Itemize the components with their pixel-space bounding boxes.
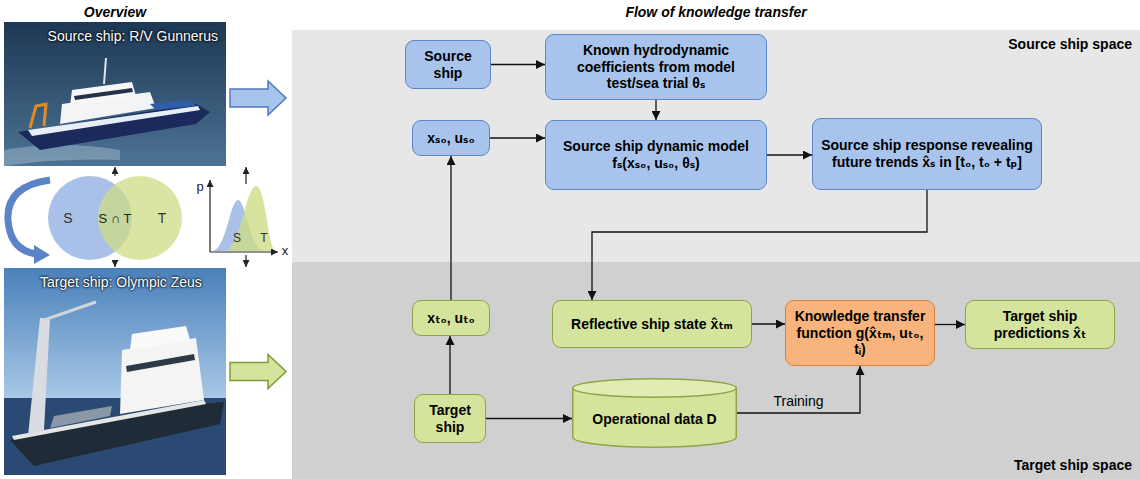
state-box: xₛ₀, uₛ₀ xyxy=(412,120,490,156)
region-label: Target ship space xyxy=(1014,457,1132,473)
box-label: Operational data D xyxy=(592,411,716,428)
process-box: Known hydrodynamic coefficients from mod… xyxy=(545,34,767,100)
space-ground xyxy=(292,30,1140,262)
box-label: Source ship dynamic model fₛ(xₛ₀, uₛ₀, θ… xyxy=(554,138,758,172)
box-label: Target ship predictions x̂ₜ xyxy=(974,308,1106,342)
process-box: Source ship response revealing future tr… xyxy=(812,118,1042,190)
ship-bridge xyxy=(70,82,136,106)
block-arrow xyxy=(230,81,286,115)
venn-target xyxy=(98,176,182,260)
flow-arrow xyxy=(490,137,545,138)
ship-crane xyxy=(28,318,50,436)
axis-line xyxy=(210,251,278,252)
set-label: T xyxy=(158,210,167,226)
block-arrow xyxy=(230,355,286,389)
box-label: Source ship response revealing future tr… xyxy=(821,137,1033,171)
process-box: Target ship xyxy=(414,394,486,443)
curve-label: S xyxy=(233,231,241,245)
region-band: Source ship spaceSource ship Known hydrod… xyxy=(292,30,1140,262)
flow-arrow xyxy=(767,154,812,155)
section-heading: Overview xyxy=(84,4,146,20)
process-box: Reflective ship state x̂ₜₘ xyxy=(552,300,752,348)
small-arrow xyxy=(245,255,246,267)
cylinder-top xyxy=(573,379,737,398)
region-band: Target ship space xₜ₀, uₜ₀ Reflective ship… xyxy=(292,262,1140,479)
region-label: Source ship space xyxy=(1008,36,1132,52)
process-box: Target ship predictions x̂ₜ xyxy=(965,300,1115,349)
ship-wake xyxy=(4,145,120,166)
space-ground xyxy=(292,262,1140,479)
transfer-arrow-head xyxy=(34,245,50,264)
flow-arrow xyxy=(737,366,860,413)
photo-caption: Source ship: R/V Gunnerus xyxy=(48,28,218,44)
box-label: Target ship xyxy=(423,402,477,436)
box-label: Knowledge transfer function g(x̂ₜₘ, uₜ₀,… xyxy=(794,308,926,358)
flow-arrow xyxy=(592,190,927,300)
edge-label: Training xyxy=(770,393,826,409)
flow-arrow xyxy=(655,100,656,120)
photo-panel: Target ship: Olympic Zeus xyxy=(4,268,226,475)
box-label: Known hydrodynamic coefficients from mod… xyxy=(554,42,758,92)
photo-caption: Target ship: Olympic Zeus xyxy=(40,274,202,290)
ship-mast xyxy=(104,58,106,84)
deck-equipment xyxy=(50,406,112,428)
ship-bridge xyxy=(130,326,190,350)
flow-arrow xyxy=(935,324,965,325)
flow-arrow xyxy=(486,418,572,419)
bridge-windows xyxy=(126,354,195,372)
database-cylinder: Operational data D xyxy=(572,378,737,448)
flow-arrow xyxy=(450,156,451,300)
bridge-windows xyxy=(74,88,133,100)
small-arrow xyxy=(114,167,115,176)
flow-arrow xyxy=(752,323,785,324)
target-distribution xyxy=(224,186,276,251)
box-label: xₛ₀, uₛ₀ xyxy=(427,130,474,147)
transfer-arrow xyxy=(8,180,50,254)
box-label: Reflective ship state x̂ₜₘ xyxy=(571,316,733,333)
small-arrow xyxy=(114,260,115,267)
axis-line xyxy=(209,180,210,252)
axis-label: p xyxy=(196,179,203,194)
ship-deck xyxy=(150,100,196,110)
flow-arrow xyxy=(491,64,545,65)
set-label: S xyxy=(63,210,72,226)
box-label: Source ship xyxy=(414,48,482,82)
section-heading: Flow of knowledge transfer xyxy=(625,4,806,20)
a-frame xyxy=(30,104,46,128)
box-label: xₜ₀, uₜ₀ xyxy=(427,310,475,327)
function-box: Knowledge transfer function g(x̂ₜₘ, uₜ₀,… xyxy=(785,300,935,366)
crane-jib xyxy=(44,302,96,320)
set-label: S ∩ T xyxy=(99,211,132,226)
small-arrow xyxy=(245,167,246,184)
sea-photo xyxy=(4,22,226,166)
axis-label: x xyxy=(282,243,289,258)
photo-panel: Source ship: R/V Gunnerus xyxy=(4,22,226,166)
state-box: xₜ₀, uₜ₀ xyxy=(412,300,490,336)
flow-arrow xyxy=(449,336,450,394)
curve-label: T xyxy=(260,231,267,245)
process-box: Source ship xyxy=(405,40,491,89)
process-box: Source ship dynamic model fₛ(xₛ₀, uₛ₀, θ… xyxy=(545,120,767,190)
